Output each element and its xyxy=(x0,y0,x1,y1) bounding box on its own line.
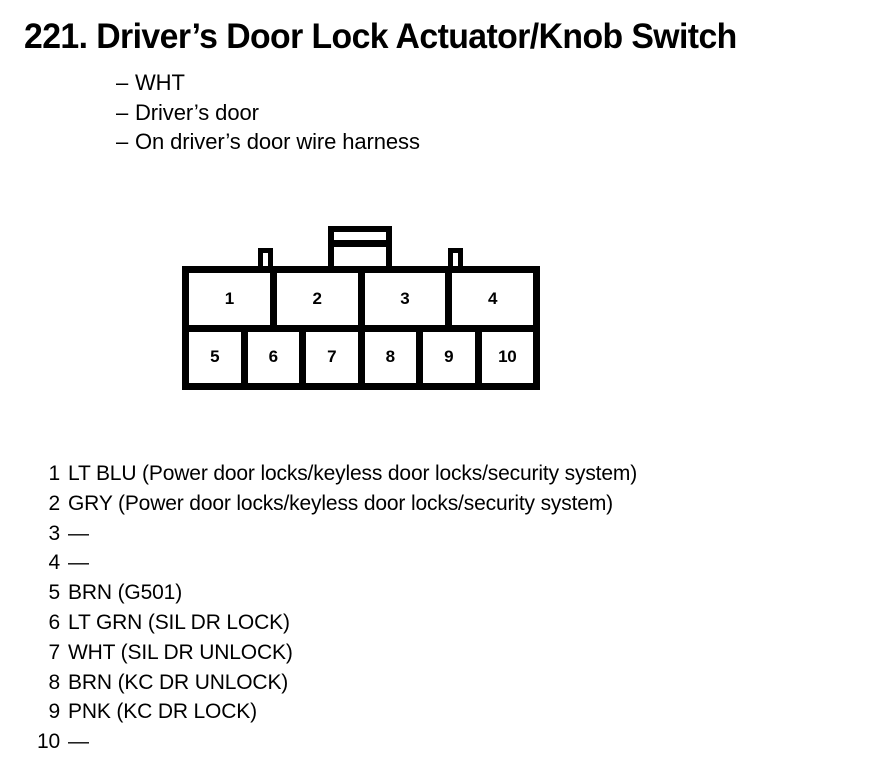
pin-description: BRN (KC DR UNLOCK) xyxy=(68,670,289,694)
pin-cell-6: 6 xyxy=(247,331,306,383)
pin-description: GRY (Power door locks/keyless door locks… xyxy=(68,491,614,515)
pin-description: BRN (G501) xyxy=(68,581,183,605)
pin-list-item: 6 LT GRN (SIL DR LOCK) xyxy=(28,608,868,638)
pin-list-item: 7 WHT (SIL DR UNLOCK) xyxy=(28,638,868,668)
connector-diagram: 1 2 3 4 5 6 7 8 9 10 xyxy=(182,224,540,390)
subtitle-item-label: Driver’s door xyxy=(135,99,259,125)
pin-cell-8: 8 xyxy=(364,331,423,383)
pin-list-item: 3 — xyxy=(28,519,868,549)
pin-cell-3: 3 xyxy=(364,273,453,325)
connector-left-tab-icon xyxy=(258,248,273,270)
pin-description-list: 1 LT BLU (Power door locks/keyless door … xyxy=(28,459,868,757)
dash-icon: – xyxy=(116,99,129,125)
subtitle-item: – Driver’s door xyxy=(116,98,716,128)
pin-number: 2 xyxy=(48,491,61,515)
pin-list-item: 9 PNK (KC DR LOCK) xyxy=(28,697,868,727)
pin-number: 4 xyxy=(48,551,61,575)
pin-cell-10: 10 xyxy=(481,331,533,383)
page-title: 221. Driver’s Door Lock Actuator/Knob Sw… xyxy=(24,17,737,56)
pin-list-item: 10 — xyxy=(28,727,868,757)
pin-cell-2: 2 xyxy=(276,273,365,325)
pin-list-item: 8 BRN (KC DR UNLOCK) xyxy=(28,668,868,698)
subtitle-item-label: WHT xyxy=(135,70,185,95)
pin-cell-7: 7 xyxy=(306,331,365,383)
pin-description: WHT (SIL DR UNLOCK) xyxy=(68,640,293,664)
pin-description: LT BLU (Power door locks/keyless door lo… xyxy=(68,462,638,485)
pin-cell-1: 1 xyxy=(189,273,277,325)
pin-list-item: 5 BRN (G501) xyxy=(28,578,868,608)
pin-description: — xyxy=(68,551,89,575)
pin-description: LT GRN (SIL DR LOCK) xyxy=(68,610,290,634)
connector-top-row: 1 2 3 4 xyxy=(189,273,533,332)
connector-center-latch-bar-icon xyxy=(334,240,386,247)
pin-description: — xyxy=(68,521,89,545)
connector-bottom-row: 5 6 7 8 9 10 xyxy=(189,331,533,383)
dash-icon: – xyxy=(116,129,129,154)
pin-number: 3 xyxy=(48,521,61,545)
pin-cell-5: 5 xyxy=(189,331,248,383)
dash-icon: – xyxy=(116,70,129,95)
pin-number: 10 xyxy=(37,730,60,754)
pin-description: PNK (KC DR LOCK) xyxy=(68,700,257,724)
pin-number: 7 xyxy=(48,640,61,664)
pin-list-item: 2 GRY (Power door locks/keyless door loc… xyxy=(28,489,868,519)
subtitle-item-label: On driver’s door wire harness xyxy=(135,129,420,154)
pin-cell-9: 9 xyxy=(423,331,482,383)
pin-number: 8 xyxy=(48,670,61,694)
connector-right-tab-icon xyxy=(448,248,463,270)
pin-number: 9 xyxy=(48,700,61,724)
pin-list-item: 4 — xyxy=(28,548,868,578)
pin-cell-4: 4 xyxy=(452,273,533,325)
pin-number: 1 xyxy=(48,462,61,485)
pin-number: 5 xyxy=(48,581,61,605)
subtitle-item: – On driver’s door wire harness xyxy=(116,127,716,157)
connector-body: 1 2 3 4 5 6 7 8 9 10 xyxy=(182,266,540,390)
pin-list-item: 1 LT BLU (Power door locks/keyless door … xyxy=(28,459,868,489)
subtitle-item: – WHT xyxy=(116,68,716,98)
subtitle-list: – WHT – Driver’s door – On driver’s door… xyxy=(116,68,716,157)
pin-description: — xyxy=(68,730,89,754)
connector-center-latch-icon xyxy=(328,226,392,272)
pin-number: 6 xyxy=(48,610,61,634)
